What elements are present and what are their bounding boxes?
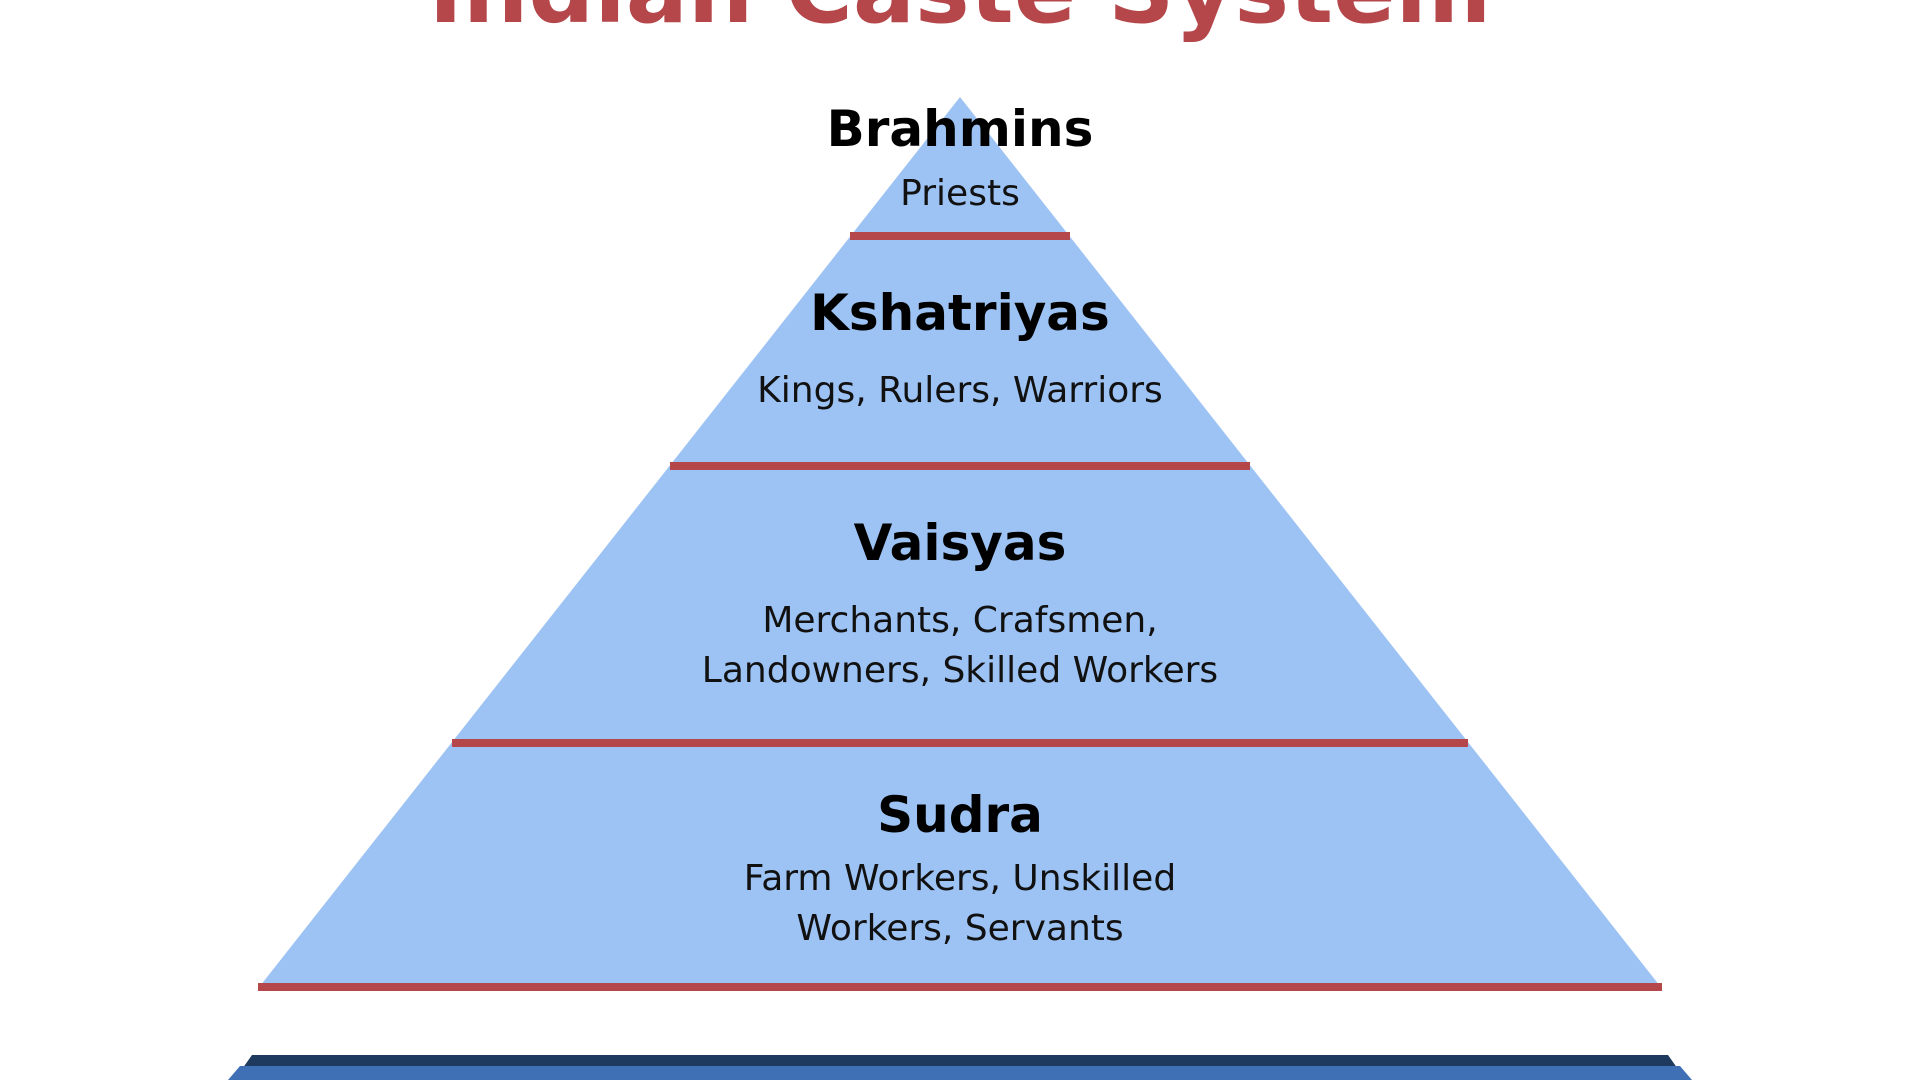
level-name-kshatriyas: Kshatriyas — [810, 284, 1110, 342]
level-role-vaisyas-1: Merchants, Crafsmen, — [762, 600, 1157, 641]
pyramid-body — [260, 97, 1660, 986]
level-role-kshatriyas-1: Kings, Rulers, Warriors — [757, 370, 1163, 411]
level-role-sudra-1: Farm Workers, Unskilled — [744, 858, 1176, 899]
level-role-brahmins-1: Priests — [900, 173, 1020, 214]
base-band — [228, 1066, 1692, 1080]
level-role-vaisyas-2: Landowners, Skilled Workers — [702, 650, 1218, 691]
diagram-title: Indian Caste System — [429, 0, 1492, 44]
level-name-vaisyas: Vaisyas — [854, 514, 1067, 572]
level-role-sudra-2: Workers, Servants — [796, 908, 1123, 949]
level-name-brahmins: Brahmins — [827, 100, 1094, 158]
level-name-sudra: Sudra — [877, 786, 1043, 844]
